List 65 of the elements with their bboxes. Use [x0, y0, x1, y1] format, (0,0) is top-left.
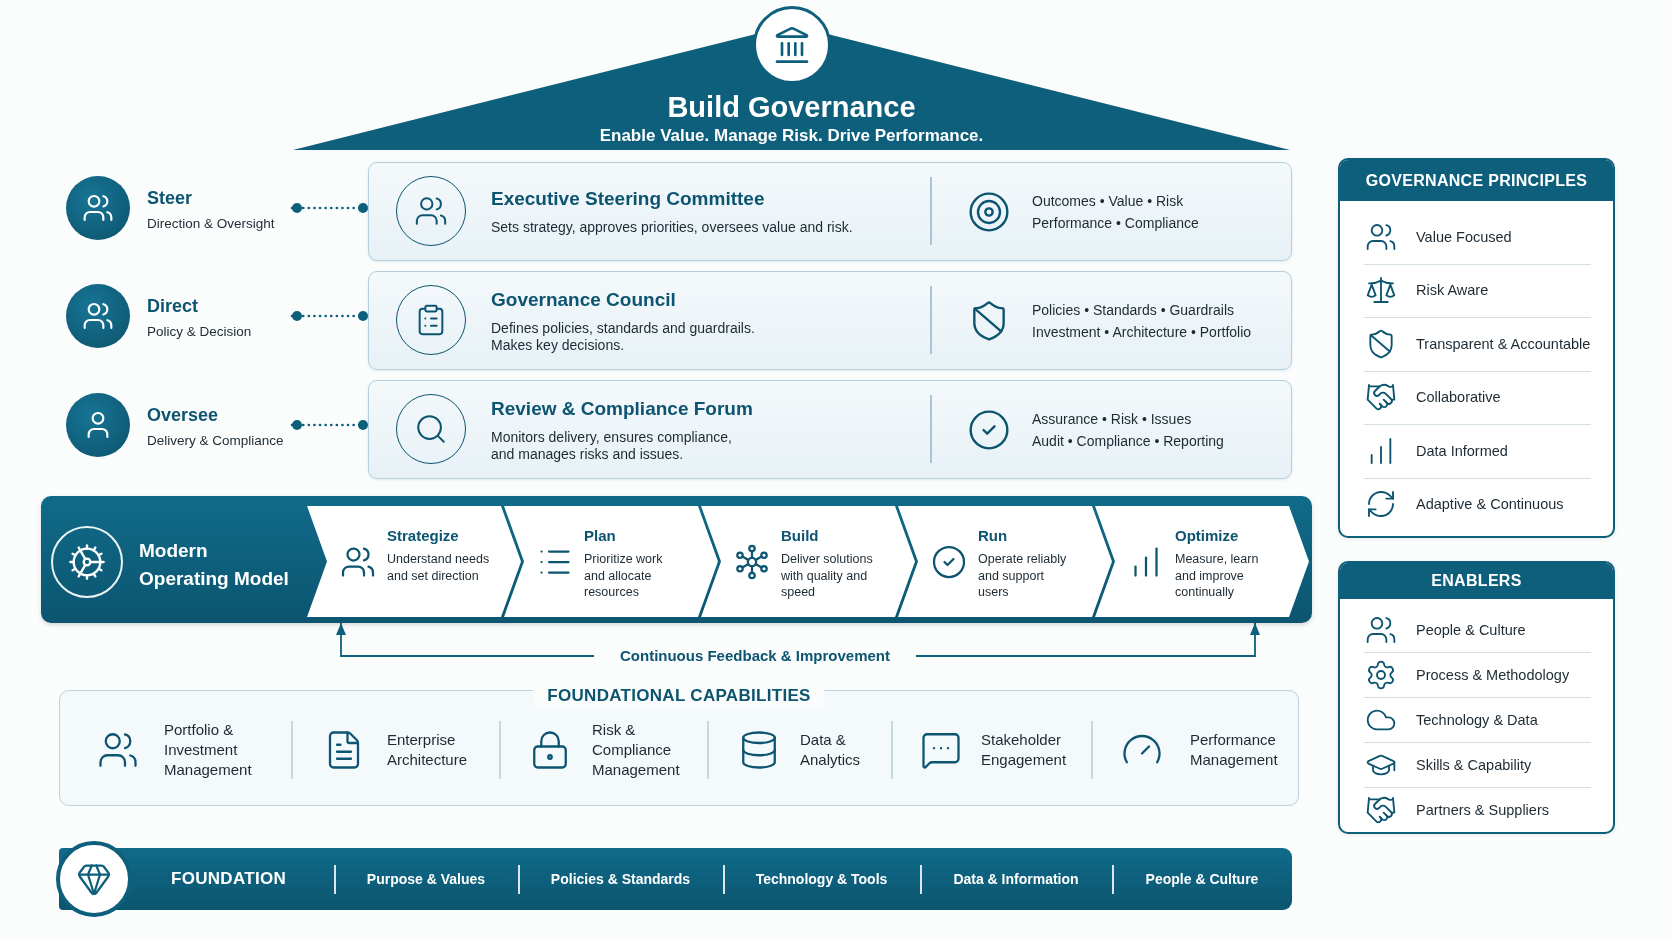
list-panel	[1338, 561, 1615, 834]
focus-areas: Investment • Architecture • Portfolio	[1032, 320, 1252, 343]
list-item: Data Informed	[1416, 441, 1508, 460]
committee-card	[368, 271, 1292, 370]
focus-areas: Policies • Standards • Guardrails	[1032, 298, 1234, 321]
list-item: Process & Methodology	[1416, 665, 1570, 684]
committee-description: Monitors delivery, ensures compliance, and manages risks and issues.	[491, 428, 733, 463]
dotted-connector	[290, 311, 370, 321]
panel-header: ENABLERS	[1340, 563, 1613, 599]
banner-title: Build Governance	[667, 90, 916, 125]
panel-header: GOVERNANCE PRINCIPLES	[1340, 160, 1613, 201]
foundation-item: Purpose & Values	[366, 870, 486, 888]
list-item: Adaptive & Continuous	[1416, 495, 1564, 514]
capability-label: Enterprise Architecture	[387, 730, 469, 770]
committee-card	[368, 380, 1292, 479]
step-description: Measure, learn and improve continually	[1175, 551, 1260, 601]
capability-label: Data & Analytics	[800, 730, 862, 770]
committee-description: Defines policies, standards and guardrails. Makes key decisions.	[491, 319, 756, 354]
role-subtitle: Policy & Decision	[147, 323, 252, 340]
banner-subtitle: Enable Value. Manage Risk. Drive Performance.	[599, 125, 984, 147]
list-item: Technology & Data	[1416, 710, 1538, 729]
model-title: Modern Operating Model	[139, 539, 290, 591]
capability-label: Performance Management	[1190, 730, 1279, 770]
step-description: Operate reliably and support users	[978, 551, 1068, 601]
role-title: Direct	[147, 295, 199, 317]
step-description: Deliver solutions with quality and speed	[781, 551, 874, 601]
foundation-item: Technology & Tools	[755, 870, 888, 888]
committee-card	[368, 162, 1292, 261]
role-title: Oversee	[147, 404, 219, 426]
step-title: Run	[978, 526, 1008, 546]
operating-model-band	[41, 496, 1312, 623]
foundation-title: FOUNDATION	[171, 868, 287, 890]
committee-title: Review & Compliance Forum	[491, 396, 753, 421]
focus-areas: Outcomes • Value • Risk	[1032, 189, 1184, 212]
list-item: Skills & Capability	[1416, 755, 1532, 774]
list-item: Transparent & Accountable	[1416, 334, 1591, 353]
dotted-connector	[290, 203, 370, 213]
step-title: Strategize	[387, 526, 459, 546]
list-item: Risk Aware	[1416, 281, 1489, 300]
list-item: Value Focused	[1416, 227, 1512, 246]
focus-areas: Assurance • Risk • Issues	[1032, 407, 1192, 430]
foundation-item: People & Culture	[1145, 870, 1259, 888]
committee-title: Governance Council	[491, 287, 676, 312]
committee-title: Executive Steering Committee	[491, 187, 765, 211]
role-title: Steer	[147, 187, 193, 209]
list-item: People & Culture	[1416, 620, 1526, 639]
list-item: Partners & Suppliers	[1416, 800, 1549, 819]
foundation-item: Data & Information	[953, 870, 1079, 888]
role-subtitle: Delivery & Compliance	[147, 432, 284, 449]
capability-label: Risk & Compliance Management	[592, 720, 681, 780]
capability-label: Stakeholder Engagement	[981, 730, 1068, 770]
foundation-item: Policies & Standards	[550, 870, 691, 888]
committee-description: Sets strategy, approves priorities, oversees value and risk.	[491, 219, 854, 236]
role-subtitle: Direction & Oversight	[147, 215, 275, 232]
focus-areas: Audit • Compliance • Reporting	[1032, 429, 1224, 452]
list-panel	[1338, 158, 1615, 538]
capability-label: Portfolio & Investment Management	[164, 720, 253, 780]
step-title: Build	[781, 526, 819, 546]
focus-areas: Performance • Compliance	[1032, 211, 1199, 234]
step-description: Understand needs and set direction	[387, 551, 491, 584]
step-title: Optimize	[1175, 526, 1239, 546]
list-item: Collaborative	[1416, 388, 1501, 407]
step-description: Prioritize work and allocate resources	[584, 551, 664, 601]
dotted-connector	[290, 420, 370, 430]
step-title: Plan	[584, 526, 616, 546]
